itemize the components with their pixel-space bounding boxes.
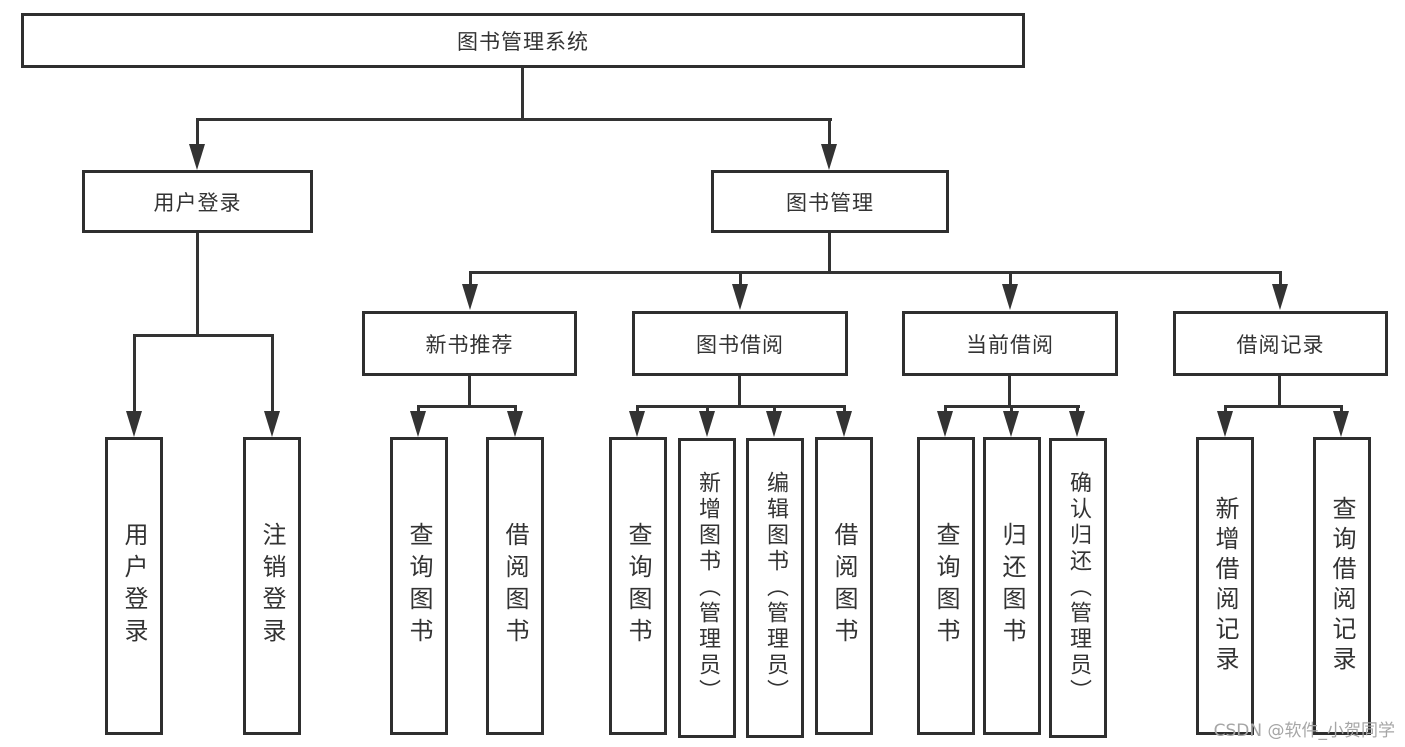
node-root: 图书管理系统 bbox=[21, 13, 1025, 68]
connector-root-stem bbox=[521, 68, 524, 120]
leaf-query-borrow-record: 查询借阅记录 bbox=[1313, 437, 1371, 735]
leaf-add-borrow-record-label: 新增借阅记录 bbox=[1211, 496, 1239, 676]
leaf-confirm-return-admin: 确认归还（管理员） bbox=[1049, 438, 1107, 738]
connector-records-drop-2 bbox=[1340, 405, 1343, 413]
node-book-management-label: 图书管理 bbox=[786, 190, 874, 215]
arrow-down-icon bbox=[1069, 411, 1085, 437]
arrow-down-icon bbox=[1002, 284, 1018, 310]
node-current-borrow-label: 当前借阅 bbox=[966, 332, 1054, 357]
node-current-borrow: 当前借阅 bbox=[902, 311, 1118, 376]
leaf-logout-label: 注销登录 bbox=[258, 522, 286, 650]
leaf-query-books-recommend: 查询图书 bbox=[390, 437, 448, 735]
arrow-down-icon bbox=[410, 411, 426, 437]
node-new-book-recommend-label: 新书推荐 bbox=[425, 332, 514, 357]
connector-current-drop-2 bbox=[1010, 405, 1013, 413]
leaf-logout: 注销登录 bbox=[243, 437, 301, 735]
arrow-down-icon bbox=[766, 411, 782, 437]
node-book-borrow-label: 图书借阅 bbox=[696, 332, 784, 357]
connector-userlogin-drop-2 bbox=[271, 334, 274, 411]
arrow-down-icon bbox=[732, 284, 748, 310]
arrow-down-icon bbox=[1217, 411, 1233, 437]
leaf-borrow-books-borrow-label: 借阅图书 bbox=[830, 522, 858, 650]
leaf-add-borrow-record: 新增借阅记录 bbox=[1196, 437, 1254, 735]
connector-bookmgmt-rail bbox=[469, 271, 1282, 274]
connector-borrow-drop-2 bbox=[706, 405, 709, 413]
arrow-down-icon bbox=[821, 144, 837, 170]
leaf-add-books-admin-label: 新增图书（管理员） bbox=[695, 471, 720, 705]
node-borrow-records: 借阅记录 bbox=[1173, 311, 1388, 376]
arrow-down-icon bbox=[1272, 284, 1288, 310]
arrow-down-icon bbox=[836, 411, 852, 437]
connector-root-rail bbox=[196, 118, 832, 121]
connector-borrow-drop-3 bbox=[773, 405, 776, 413]
leaf-user-login: 用户登录 bbox=[105, 437, 163, 735]
leaf-edit-books-admin: 编辑图书（管理员） bbox=[746, 438, 804, 738]
leaf-borrow-books-recommend: 借阅图书 bbox=[486, 437, 544, 735]
node-book-management: 图书管理 bbox=[711, 170, 949, 233]
node-new-book-recommend: 新书推荐 bbox=[362, 311, 577, 376]
leaf-edit-books-admin-label: 编辑图书（管理员） bbox=[763, 471, 788, 705]
connector-records-stem bbox=[1278, 376, 1281, 408]
connector-root-drop-right bbox=[828, 118, 831, 146]
connector-borrow-drop-4 bbox=[843, 405, 846, 413]
leaf-return-books: 归还图书 bbox=[983, 437, 1041, 735]
node-user-login-label: 用户登录 bbox=[153, 190, 242, 215]
connector-borrow-rail bbox=[636, 405, 846, 408]
connector-borrow-stem bbox=[738, 376, 741, 408]
connector-recommend-drop-2 bbox=[514, 405, 517, 413]
connector-root-drop-left bbox=[196, 118, 199, 146]
arrow-down-icon bbox=[189, 144, 205, 170]
leaf-confirm-return-admin-label: 确认归还（管理员） bbox=[1066, 471, 1091, 705]
leaf-user-login-label: 用户登录 bbox=[120, 522, 148, 650]
connector-current-drop-3 bbox=[1076, 405, 1079, 413]
connector-bookmgmt-stem bbox=[828, 233, 831, 274]
connector-recommend-stem bbox=[468, 376, 471, 408]
connector-bookmgmt-drop-2 bbox=[739, 271, 742, 285]
connector-userlogin-rail bbox=[133, 334, 274, 337]
leaf-add-books-admin: 新增图书（管理员） bbox=[678, 438, 736, 738]
arrow-down-icon bbox=[1003, 411, 1019, 437]
leaf-query-books-current-label: 查询图书 bbox=[932, 522, 960, 650]
connector-current-drop-1 bbox=[944, 405, 947, 413]
connector-current-stem bbox=[1008, 376, 1011, 408]
connector-borrow-drop-1 bbox=[636, 405, 639, 413]
arrow-down-icon bbox=[126, 411, 142, 437]
leaf-borrow-books-borrow: 借阅图书 bbox=[815, 437, 873, 735]
connector-userlogin-drop-1 bbox=[133, 334, 136, 411]
csdn-watermark: CSDN @软件_小贺同学 bbox=[1213, 721, 1395, 741]
connector-records-drop-1 bbox=[1224, 405, 1227, 413]
leaf-query-books-current: 查询图书 bbox=[917, 437, 975, 735]
connector-bookmgmt-drop-1 bbox=[469, 271, 472, 285]
arrow-down-icon bbox=[1333, 411, 1349, 437]
arrow-down-icon bbox=[629, 411, 645, 437]
arrow-down-icon bbox=[937, 411, 953, 437]
arrow-down-icon bbox=[507, 411, 523, 437]
connector-records-rail bbox=[1224, 405, 1343, 408]
connector-recommend-rail bbox=[417, 405, 517, 408]
connector-bookmgmt-drop-3 bbox=[1009, 271, 1012, 285]
leaf-borrow-books-recommend-label: 借阅图书 bbox=[501, 522, 529, 650]
leaf-query-borrow-record-label: 查询借阅记录 bbox=[1328, 496, 1356, 676]
node-book-borrow: 图书借阅 bbox=[632, 311, 848, 376]
leaf-query-books-borrow: 查询图书 bbox=[609, 437, 667, 735]
leaf-query-books-recommend-label: 查询图书 bbox=[405, 522, 433, 650]
connector-userlogin-stem bbox=[196, 233, 199, 337]
connector-recommend-drop-1 bbox=[417, 405, 420, 413]
leaf-return-books-label: 归还图书 bbox=[998, 522, 1026, 650]
node-user-login: 用户登录 bbox=[82, 170, 313, 233]
arrow-down-icon bbox=[264, 411, 280, 437]
node-borrow-records-label: 借阅记录 bbox=[1236, 332, 1325, 357]
arrow-down-icon bbox=[699, 411, 715, 437]
connector-bookmgmt-drop-4 bbox=[1279, 271, 1282, 285]
node-root-label: 图书管理系统 bbox=[457, 29, 589, 54]
arrow-down-icon bbox=[462, 284, 478, 310]
leaf-query-books-borrow-label: 查询图书 bbox=[624, 522, 652, 650]
